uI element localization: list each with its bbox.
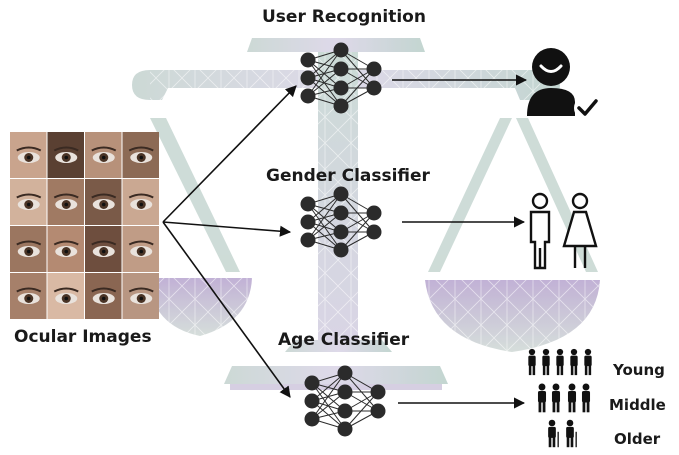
network-node bbox=[333, 98, 349, 114]
person-icon bbox=[570, 348, 578, 376]
network-node bbox=[304, 375, 320, 391]
ocular-image-tile bbox=[10, 179, 47, 225]
network-node bbox=[370, 403, 386, 419]
person-icon bbox=[567, 383, 577, 413]
network-node bbox=[366, 224, 382, 240]
network-node bbox=[333, 186, 349, 202]
network-node bbox=[337, 384, 353, 400]
user-recognition-label: User Recognition bbox=[262, 7, 426, 27]
network-node bbox=[300, 196, 316, 212]
network-node bbox=[304, 411, 320, 427]
arrow-to-age-network bbox=[162, 221, 291, 398]
network-node bbox=[370, 384, 386, 400]
user-recognition-network-icon bbox=[300, 42, 382, 114]
person-icon bbox=[581, 383, 591, 413]
network-node bbox=[337, 365, 353, 381]
person-icon bbox=[556, 348, 564, 376]
network-node bbox=[333, 42, 349, 58]
ocular-image-tile bbox=[85, 132, 122, 178]
ocular-image-tile bbox=[47, 179, 84, 225]
ocular-image-tile bbox=[122, 132, 159, 178]
age-classifier-label: Age Classifier bbox=[278, 330, 410, 350]
network-node bbox=[337, 403, 353, 419]
person-icon bbox=[566, 419, 577, 448]
network-node bbox=[366, 61, 382, 77]
network-node bbox=[337, 421, 353, 437]
person-icon bbox=[537, 383, 547, 413]
balance-scale-icon bbox=[132, 38, 600, 390]
people-silhouettes-icon bbox=[528, 348, 592, 448]
ocular-image-tile bbox=[122, 226, 159, 272]
network-node bbox=[333, 205, 349, 221]
ocular-image-tile bbox=[122, 273, 159, 319]
ocular-image-tile bbox=[85, 226, 122, 272]
person-icon bbox=[528, 348, 536, 376]
ocular-image-tile bbox=[85, 179, 122, 225]
ocular-images-grid bbox=[10, 132, 159, 319]
network-node bbox=[300, 232, 316, 248]
network-node bbox=[366, 205, 382, 221]
network-node bbox=[333, 242, 349, 258]
age-group-young: Young bbox=[613, 361, 665, 379]
ocular-image-tile bbox=[10, 226, 47, 272]
user-check-icon bbox=[527, 48, 598, 120]
ocular-image-tile bbox=[10, 273, 47, 319]
ocular-image-tile bbox=[122, 179, 159, 225]
network-node bbox=[300, 52, 316, 68]
ocular-image-tile bbox=[10, 132, 47, 178]
age-group-middle: Middle bbox=[609, 396, 666, 414]
network-node bbox=[300, 88, 316, 104]
network-node bbox=[300, 70, 316, 86]
age-group-older: Older bbox=[614, 430, 661, 448]
arrows bbox=[162, 74, 528, 409]
network-node bbox=[366, 80, 382, 96]
arrow-to-user-network bbox=[162, 85, 297, 223]
age-classifier-network-icon bbox=[304, 365, 386, 437]
gender-classifier-network-icon bbox=[300, 186, 382, 258]
person-icon bbox=[548, 419, 559, 448]
ocular-image-tile bbox=[47, 226, 84, 272]
network-node bbox=[304, 393, 320, 409]
ocular-image-tile bbox=[47, 273, 84, 319]
network-node bbox=[333, 61, 349, 77]
ocular-image-tile bbox=[47, 132, 84, 178]
ocular-images-label: Ocular Images bbox=[14, 327, 152, 347]
gender-classifier-label: Gender Classifier bbox=[266, 166, 430, 186]
network-node bbox=[333, 224, 349, 240]
arrow-to-gender-network bbox=[162, 221, 292, 237]
person-icon bbox=[542, 348, 550, 376]
network-node bbox=[300, 214, 316, 230]
network-node bbox=[333, 80, 349, 96]
person-icon bbox=[551, 383, 561, 413]
male-female-icon bbox=[529, 192, 598, 270]
ocular-image-tile bbox=[85, 273, 122, 319]
person-icon bbox=[584, 348, 592, 376]
